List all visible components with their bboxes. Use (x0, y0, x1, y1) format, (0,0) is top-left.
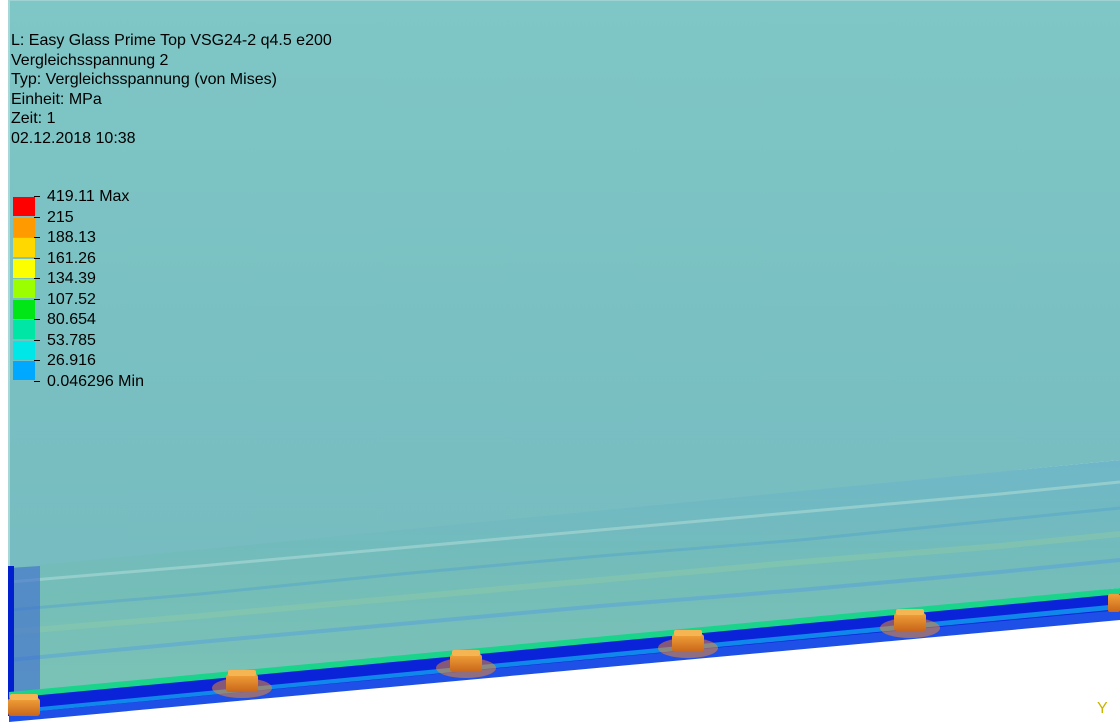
legend-tick (34, 380, 40, 382)
clamp-6 (1108, 594, 1120, 612)
clamp-1 (8, 694, 40, 716)
legend-tick (34, 339, 40, 341)
legend-swatch (13, 320, 35, 339)
legend-entry: 161.26 (12, 249, 212, 278)
glass-panel (9, 0, 1120, 570)
result-unit: Einheit: MPa (11, 90, 102, 108)
legend-tick (34, 298, 40, 300)
clamp-4 (658, 630, 718, 658)
clamp-3 (436, 650, 496, 678)
legend-entry: 188.13 (12, 228, 212, 257)
legend-swatch (13, 279, 35, 298)
clamp-2 (212, 670, 272, 698)
legend-label: 107.52 (47, 290, 96, 308)
legend-label: 80.654 (47, 311, 96, 328)
legend-swatch (13, 217, 35, 237)
legend-tick (34, 360, 40, 361)
legend-entry: 0.046296 Min (12, 372, 212, 391)
legend-entry: 107.52 (12, 290, 212, 319)
legend-entry: 134.39 (12, 269, 212, 298)
legend-label: 0.046296 Min (47, 372, 144, 390)
legend-label: 188.13 (47, 229, 96, 246)
stress-band-2 (8, 506, 1120, 612)
stress-band-3 (8, 531, 1120, 635)
legend-swatch (13, 258, 35, 278)
clamp-5 (880, 609, 940, 638)
legend-label: 419.11 Max (47, 188, 130, 205)
legend-label: 53.785 (47, 331, 96, 349)
load-case-title: L: Easy Glass Prime Top VSG24-2 q4.5 e20… (11, 32, 332, 49)
result-name: Vergleichsspannung 2 (11, 51, 169, 69)
legend-entry: 26.916 (12, 351, 212, 380)
legend-swatch (13, 361, 35, 380)
legend-tick (34, 216, 40, 218)
legend-entry: 53.785 (12, 331, 212, 360)
panel-end-strip (9, 566, 40, 708)
panel-end-edge (8, 566, 14, 716)
legend-swatch (13, 197, 35, 216)
legend-entry: 419.11 Max (12, 187, 212, 216)
legend-label: 161.26 (47, 249, 96, 267)
legend-tick (34, 319, 40, 320)
axis-triad-y-label: Y (1097, 700, 1108, 717)
legend-label: 215 (47, 208, 74, 226)
legend-label: 134.39 (47, 270, 96, 287)
stress-band-4 (8, 558, 1120, 662)
legend-tick (34, 237, 40, 238)
legend-entry: 215 (12, 208, 212, 237)
result-type: Typ: Vergleichsspannung (von Mises) (11, 71, 277, 88)
legend-entry: 80.654 (12, 310, 212, 339)
stress-band-1 (8, 480, 1120, 584)
legend-swatch (13, 299, 35, 319)
legend-tick (34, 257, 40, 259)
legend-tick (34, 278, 40, 279)
rail-bottom-edge (9, 610, 1120, 722)
rail-cyan-stripe (9, 604, 1120, 714)
legend-swatch (13, 340, 35, 360)
legend-label: 26.916 (47, 352, 96, 369)
result-info-panel: L: Easy Glass Prime Top VSG24-2 q4.5 e20… (11, 31, 332, 148)
result-date: 02.12.2018 10:38 (11, 129, 136, 147)
result-time: Zeit: 1 (11, 110, 56, 127)
legend-tick (34, 196, 40, 197)
legend-swatch (13, 238, 35, 257)
